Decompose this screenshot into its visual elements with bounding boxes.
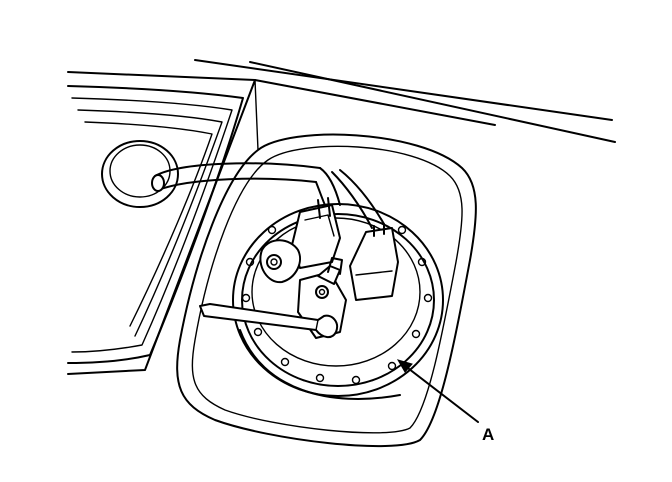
callout-a-label: A <box>482 425 494 444</box>
pump-connector-left <box>259 197 341 284</box>
pump-flange <box>232 203 444 400</box>
round-cap <box>101 140 179 208</box>
access-opening <box>176 79 477 448</box>
left-recessed-panel <box>67 71 256 375</box>
pump-connector-right <box>349 223 399 301</box>
vent-hose <box>331 169 385 229</box>
fuel-hose <box>151 162 341 213</box>
floor-panel-edges <box>194 59 616 143</box>
callout-a: A <box>396 359 494 444</box>
flange-bolt-holes <box>241 225 433 385</box>
pump-lever <box>199 303 338 338</box>
